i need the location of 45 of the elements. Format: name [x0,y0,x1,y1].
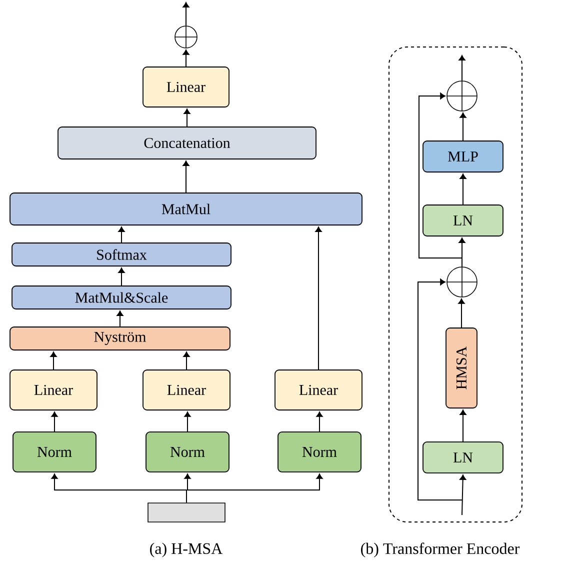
arrow [118,226,125,244]
arrow [460,410,466,442]
norm-box: Norm [12,432,96,472]
arrow [315,226,322,370]
arrow [184,412,191,432]
arrow [182,50,190,68]
arrow [458,55,466,82]
mlp-box: MLP [422,140,504,172]
caption: (b) Transformer Encoder [361,542,520,558]
arrow [418,92,462,268]
matmul-box: MatMul [10,192,362,226]
norm-box: Norm [146,432,230,472]
arrow [418,278,462,500]
input-box [148,502,226,522]
branching-arrow [51,474,323,504]
ln-box: LN [422,442,504,474]
arrow [51,412,58,432]
matmul-scale-box: MatMul&Scale [12,286,232,310]
linear-box: Linear [274,370,362,410]
add-circle [446,266,478,298]
add-circle [446,80,478,112]
linear-box: Linear [10,370,98,410]
add-circle [174,26,198,48]
concat-box: Concatenation [58,126,316,160]
arrow [460,174,466,206]
arrow [460,474,466,516]
nystrom-box: Nyström [10,326,230,350]
ln-box: LN [422,204,504,236]
norm-box: Norm [278,432,362,472]
linear-box: Linear [142,66,230,108]
linear-box: Linear [142,370,230,410]
arrow [50,352,57,370]
arrow [184,108,190,128]
arrow [183,352,190,370]
softmax-box: Softmax [12,242,232,266]
arrow [458,298,465,328]
caption: (a) H-MSA [150,542,223,558]
arrow [182,160,190,194]
arrow [316,412,323,432]
arrow [118,268,125,286]
hmsa-box: HMSA [446,328,478,408]
arrow [116,310,124,328]
encoder-frame [388,46,522,522]
arrow [460,112,466,142]
arrow [182,2,190,26]
